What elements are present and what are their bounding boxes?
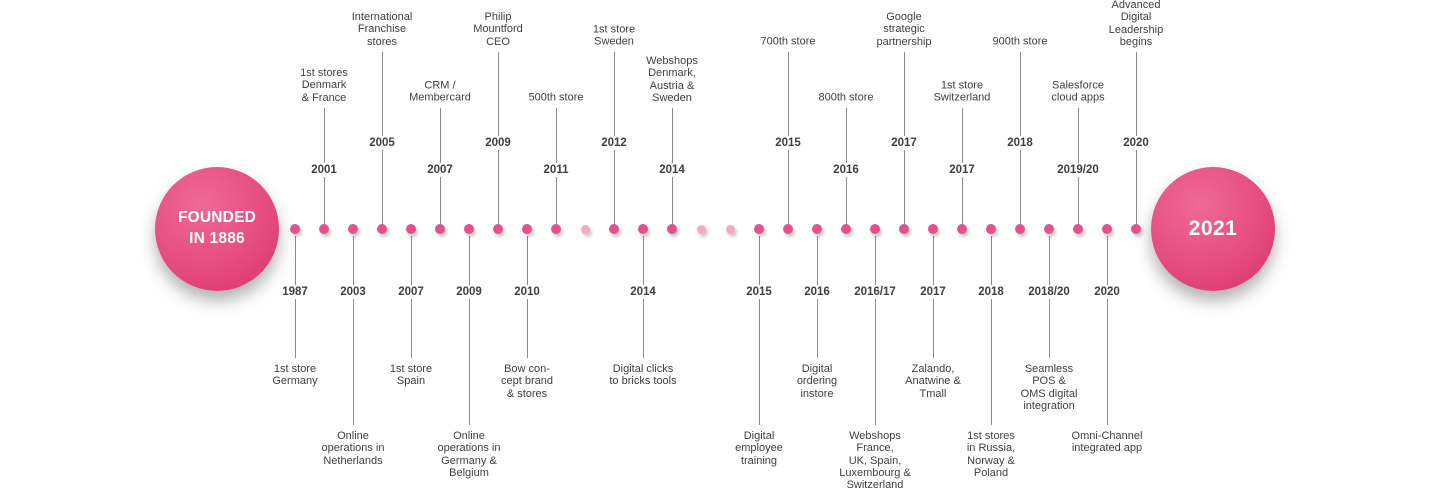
timeline-dot xyxy=(928,224,938,234)
timeline-dot xyxy=(464,224,474,234)
event-year: 2016/17 xyxy=(850,285,900,299)
event-label: Webshops Denmark, Austria & Sweden xyxy=(646,54,698,104)
event-label: Philip Mountford CEO xyxy=(473,11,523,48)
timeline-dot xyxy=(812,224,822,234)
timeline-dot xyxy=(377,224,387,234)
event-year: 2010 xyxy=(510,285,544,299)
timeline-dot-plain xyxy=(696,224,706,234)
timeline-dot xyxy=(406,224,416,234)
event-connector-line xyxy=(990,236,992,425)
founded-circle-label: FOUNDED IN 1886 xyxy=(177,209,257,247)
timeline-dot xyxy=(551,224,561,234)
end-year-circle: 2021 xyxy=(1151,167,1275,291)
timeline-dot xyxy=(290,224,300,234)
event-year: 2015 xyxy=(771,136,805,150)
event-label: Seamless POS & OMS digital integration xyxy=(1020,363,1078,412)
timeline-dot xyxy=(1131,224,1141,234)
event-year: 2017 xyxy=(945,163,979,177)
event-year: 1987 xyxy=(278,285,312,299)
event-label: International Franchise stores xyxy=(351,11,413,48)
timeline-dot xyxy=(319,224,329,234)
event-year: 2012 xyxy=(597,136,631,150)
event-year: 2014 xyxy=(626,285,660,299)
timeline-dot xyxy=(783,224,793,234)
timeline-dot xyxy=(899,224,909,234)
timeline-dot-plain xyxy=(580,224,590,234)
timeline-dot xyxy=(841,224,851,234)
event-year: 2020 xyxy=(1119,136,1153,150)
event-year: 2018 xyxy=(1003,136,1037,150)
event-label: Online operations in Netherlands xyxy=(321,430,385,467)
timeline-dot xyxy=(522,224,532,234)
event-year: 2007 xyxy=(423,163,457,177)
event-year: 2019/20 xyxy=(1053,163,1103,177)
event-year: 2015 xyxy=(742,285,776,299)
event-year: 2020 xyxy=(1090,285,1124,299)
event-label: Webshops France, UK, Spain, Luxembourg &… xyxy=(839,430,911,491)
timeline-dot xyxy=(1073,224,1083,234)
event-year: 2011 xyxy=(539,163,573,177)
timeline-dot xyxy=(1015,224,1025,234)
event-connector-line xyxy=(758,236,760,425)
event-label: 700th store xyxy=(760,35,816,48)
event-year: 2017 xyxy=(887,136,921,150)
timeline-dot xyxy=(348,224,358,234)
founded-circle: FOUNDED IN 1886 xyxy=(155,167,279,291)
timeline-dot xyxy=(986,224,996,234)
event-connector-line xyxy=(468,236,470,425)
event-label: Digital employee training xyxy=(735,430,783,467)
timeline-dot xyxy=(1102,224,1112,234)
timeline-dot xyxy=(870,224,880,234)
event-label: Omni-Channel integrated app xyxy=(1071,430,1143,455)
event-label: 900th store xyxy=(992,35,1048,48)
event-label: Digital ordering instore xyxy=(796,363,838,400)
event-label: 500th store xyxy=(528,91,584,104)
event-connector-line xyxy=(874,236,876,425)
event-label: 1st store Switzerland xyxy=(933,79,991,104)
event-label: 1st store Germany xyxy=(272,363,318,388)
event-year: 2018/20 xyxy=(1024,285,1074,299)
event-label: CRM / Membercard xyxy=(409,79,471,104)
event-year: 2018 xyxy=(974,285,1008,299)
event-label: Online operations in Germany & Belgium xyxy=(437,430,501,479)
event-label: Bow con- cept brand & stores xyxy=(501,363,553,400)
event-connector-line xyxy=(1106,236,1108,425)
timeline-dot-plain xyxy=(725,224,735,234)
event-label: 1st stores in Russia, Norway & Poland xyxy=(966,430,1016,479)
end-year-label: 2021 xyxy=(1188,216,1238,240)
event-label: Zalando, Anatwine & Tmall xyxy=(905,363,961,400)
timeline-dot xyxy=(609,224,619,234)
timeline-dot xyxy=(754,224,764,234)
event-year: 2009 xyxy=(481,136,515,150)
event-year: 2009 xyxy=(452,285,486,299)
event-year: 2005 xyxy=(365,136,399,150)
event-label: Google strategic partnership xyxy=(876,11,932,48)
event-label: 1st stores Denmark & France xyxy=(300,67,348,104)
event-label: Advanced Digital Leadership begins xyxy=(1108,0,1164,48)
event-label: Salesforce cloud apps xyxy=(1051,79,1105,104)
timeline-dot xyxy=(638,224,648,234)
event-year: 2001 xyxy=(307,163,341,177)
event-year: 2014 xyxy=(655,163,689,177)
event-year: 2016 xyxy=(829,163,863,177)
timeline-dot xyxy=(957,224,967,234)
event-label: 800th store xyxy=(818,91,874,104)
event-year: 2003 xyxy=(336,285,370,299)
event-year: 2017 xyxy=(916,285,950,299)
event-year: 2007 xyxy=(394,285,428,299)
event-year: 2016 xyxy=(800,285,834,299)
event-label: 1st store Sweden xyxy=(592,23,636,48)
timeline-dot xyxy=(1044,224,1054,234)
event-label: Digital clicks to bricks tools xyxy=(609,363,677,388)
timeline-dot xyxy=(667,224,677,234)
timeline-dot xyxy=(493,224,503,234)
event-connector-line xyxy=(352,236,354,425)
event-label: 1st store Spain xyxy=(389,363,433,388)
timeline-dot xyxy=(435,224,445,234)
